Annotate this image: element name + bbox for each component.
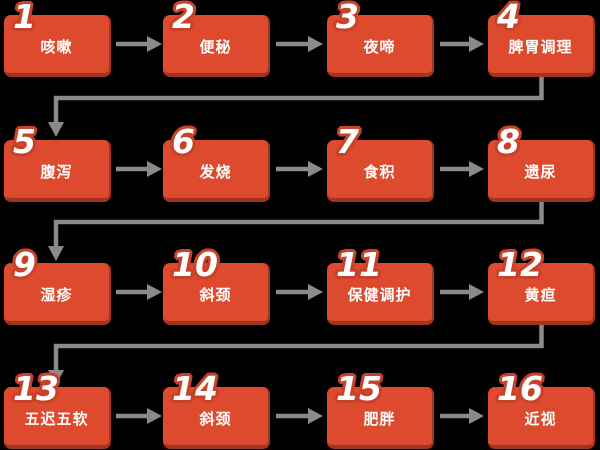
wrap-connector-icon (48, 325, 544, 385)
flow-node-9: 9 湿疹 (4, 248, 111, 325)
flow-node-10: 10 斜颈 (163, 248, 270, 325)
step-label: 五迟五软 (24, 410, 89, 428)
arrow-right-icon (116, 408, 484, 424)
wrap-connector-icon (48, 77, 544, 137)
step-number: 2 (172, 0, 195, 36)
step-label: 食积 (363, 163, 396, 181)
step-label: 夜啼 (363, 38, 396, 56)
step-number: 1 (13, 0, 36, 36)
step-label: 遗尿 (524, 163, 557, 181)
step-number: 15 (336, 369, 382, 408)
step-label: 黄疸 (524, 286, 557, 304)
step-label: 发烧 (199, 163, 232, 181)
arrow-right-icon (116, 284, 484, 300)
step-number: 16 (497, 369, 543, 408)
wrap-connector-icon (48, 202, 544, 261)
step-label: 保健调护 (347, 286, 412, 304)
step-label: 肥胖 (363, 410, 396, 428)
step-number: 3 (336, 0, 359, 36)
step-label: 湿疹 (40, 286, 73, 304)
step-label: 便秘 (199, 38, 232, 56)
flow-node-11: 11 保健调护 (327, 248, 434, 325)
step-number: 9 (13, 245, 36, 284)
step-label: 斜颈 (199, 410, 232, 428)
flow-node-1: 1 咳嗽 (4, 0, 111, 77)
step-number: 8 (497, 122, 520, 161)
step-number: 5 (13, 122, 36, 161)
flow-node-15: 15 肥胖 (327, 372, 434, 449)
flow-node-13: 13 五迟五软 (4, 372, 111, 449)
flow-node-12: 12 黄疸 (488, 248, 595, 325)
step-number: 7 (336, 122, 359, 161)
step-label: 近视 (524, 410, 557, 428)
step-number: 14 (172, 369, 218, 408)
step-number: 4 (497, 0, 520, 36)
step-label: 咳嗽 (40, 38, 73, 56)
step-label: 腹泻 (40, 163, 73, 181)
flow-node-6: 6 发烧 (163, 125, 270, 202)
flow-node-8: 8 遗尿 (488, 125, 595, 202)
step-number: 11 (336, 245, 382, 284)
step-number: 6 (172, 122, 195, 161)
step-number: 10 (172, 245, 218, 284)
flow-node-7: 7 食积 (327, 125, 434, 202)
flow-node-16: 16 近视 (488, 372, 595, 449)
flow-node-5: 5 腹泻 (4, 125, 111, 202)
flow-node-4: 4 脾胃调理 (488, 0, 595, 77)
arrow-right-icon (116, 36, 484, 52)
flow-node-14: 14 斜颈 (163, 372, 270, 449)
arrow-right-icon (116, 161, 484, 177)
flow-node-2: 2 便秘 (163, 0, 270, 77)
step-number: 13 (13, 369, 59, 408)
step-number: 12 (497, 245, 543, 284)
step-label: 脾胃调理 (508, 38, 573, 56)
step-label: 斜颈 (199, 286, 232, 304)
flow-node-3: 3 夜啼 (327, 0, 434, 77)
